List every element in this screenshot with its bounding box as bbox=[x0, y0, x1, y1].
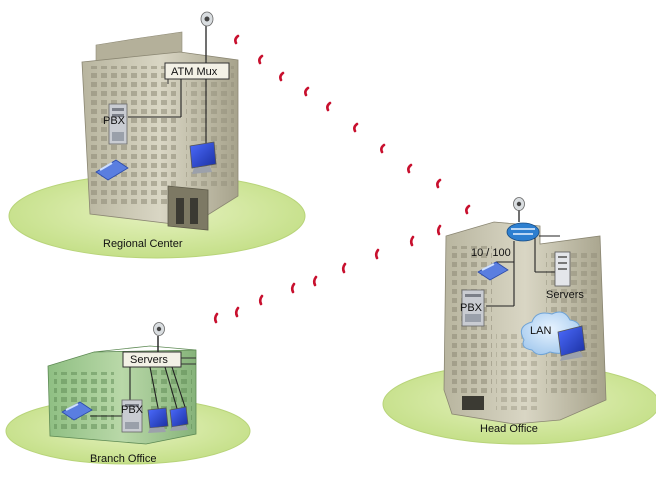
wireless-link-regional-head bbox=[234, 34, 471, 215]
regional-center-building bbox=[81, 31, 239, 231]
router-icon bbox=[506, 222, 540, 242]
monitor-icon bbox=[189, 141, 217, 174]
head-speed-label: 10 / 100 bbox=[471, 247, 511, 259]
server-icon bbox=[554, 251, 571, 287]
atm-mux-label: ATM Mux bbox=[171, 66, 218, 78]
regional-caption: Regional Center bbox=[103, 238, 183, 250]
head-caption: Head Office bbox=[480, 423, 538, 435]
head-pbx-label: PBX bbox=[460, 302, 483, 314]
phone-icon bbox=[61, 401, 93, 421]
monitor-icon bbox=[169, 406, 189, 431]
regional-pbx-label: PBX bbox=[103, 115, 126, 127]
monitor-icon bbox=[557, 325, 586, 361]
pbx-icon bbox=[121, 399, 143, 433]
wireless-link-branch-head bbox=[213, 224, 442, 324]
satellite-dish-icon bbox=[513, 197, 525, 222]
head-servers-label: Servers bbox=[546, 289, 584, 301]
branch-servers-label: Servers bbox=[130, 354, 168, 366]
phone-icon bbox=[95, 159, 129, 181]
phone-icon bbox=[477, 261, 509, 281]
branch-pbx-label: PBX bbox=[121, 404, 144, 416]
branch-servers-box: Servers bbox=[122, 351, 196, 368]
branch-wiring bbox=[90, 336, 187, 419]
branch-caption: Branch Office bbox=[90, 453, 156, 465]
pbx-icon bbox=[461, 289, 485, 327]
regional-wiring bbox=[128, 60, 207, 148]
monitor-icon bbox=[147, 407, 169, 433]
head-wiring bbox=[486, 235, 560, 307]
pbx-icon bbox=[108, 103, 128, 145]
atm-mux-box: ATM Mux bbox=[164, 62, 230, 84]
head-lan-label: LAN bbox=[530, 325, 551, 337]
satellite-dish-icon bbox=[200, 11, 214, 60]
